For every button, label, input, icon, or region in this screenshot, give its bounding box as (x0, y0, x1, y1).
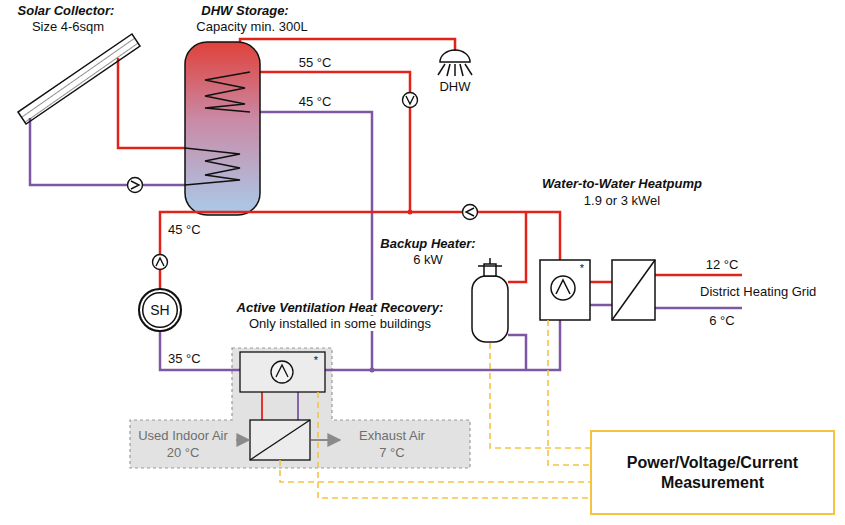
component-note: Only installed in some buildings (247, 316, 433, 331)
component-spec: 1.9 or 3 kWel (584, 193, 660, 208)
ventilation-region (130, 348, 470, 468)
air-arrows (236, 439, 340, 441)
temperature-label: 45 °C (299, 94, 332, 109)
main-pipes (160, 212, 742, 420)
temperature-label: 12 °C (706, 257, 739, 272)
outlet-label: DHW (439, 79, 470, 94)
dhw-pipe (240, 39, 455, 50)
compressor-mark: * (580, 263, 584, 274)
grid-label: District Heating Grid (700, 284, 816, 299)
air-label: Used Indoor Air (138, 428, 228, 443)
dhw-storage-tank (185, 42, 260, 215)
heat-exchanger (612, 260, 655, 320)
node-text: SH (150, 302, 169, 318)
temperature-label: 7 °C (379, 445, 404, 460)
space-heating-circle: SH (138, 288, 181, 331)
air-label: Exhaust Air (359, 428, 425, 443)
component-heading: DHW Storage: (201, 3, 288, 18)
pipe-junction (408, 210, 413, 215)
component-spec: Capacity min. 300L (196, 19, 307, 34)
temperature-label: 35 °C (168, 351, 201, 366)
ventilation-exchanger (250, 420, 310, 460)
tank-coils (185, 72, 250, 185)
compressor-mark: * (314, 355, 318, 366)
ventilation-unit (240, 352, 325, 392)
component-heading: Backup Heater: (380, 236, 475, 251)
backup-heater (472, 258, 508, 342)
pumps (128, 93, 478, 270)
measurement-box: Power/Voltage/Current Measurement (590, 430, 835, 515)
temperature-label: 6 °C (709, 313, 734, 328)
pipe-junction (370, 368, 375, 373)
measurement-wires (280, 320, 600, 498)
solar-collector (18, 34, 140, 124)
component-heading: Water-to-Water Heatpump (542, 176, 702, 191)
temperature-label: 20 °C (167, 445, 200, 460)
temperature-label: 45 °C (168, 222, 201, 237)
component-heading: Solar Collector: (18, 3, 115, 18)
temperature-label: 55 °C (299, 55, 332, 70)
solar-loop (30, 58, 205, 185)
component-spec: Size 4-6sqm (32, 19, 104, 34)
component-spec: 6 kW (413, 252, 443, 267)
heat-pump (540, 260, 590, 320)
shower-symbol (438, 50, 472, 76)
component-heading: Active Ventilation Heat Recovery: (235, 300, 446, 315)
node-text: Power/Voltage/Current Measurement (602, 453, 823, 493)
